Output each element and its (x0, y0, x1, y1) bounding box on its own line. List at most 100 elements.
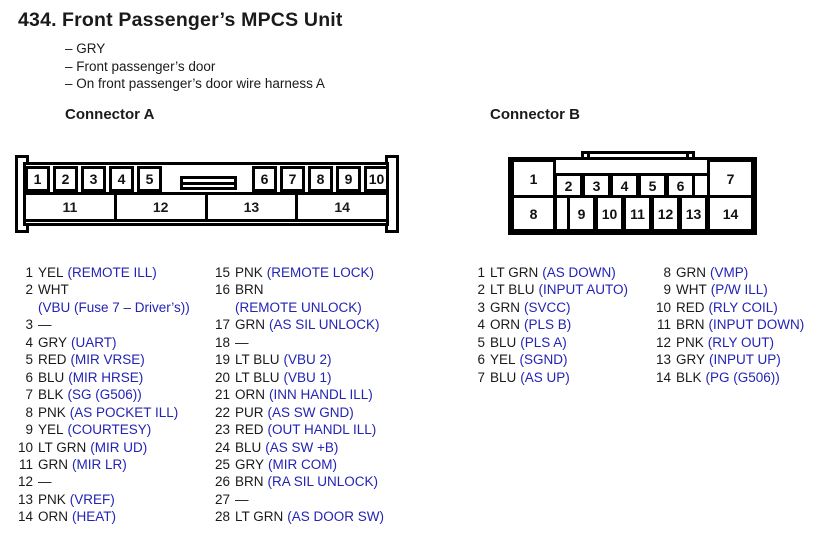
pin-row: 8 PNK(AS POCKET ILL) (14, 404, 190, 421)
pin-number: 9 (25, 422, 33, 438)
wire-color: LT GRN (38, 439, 87, 455)
pin-row: 10 LT GRN(MIR UD) (14, 439, 190, 456)
wire-color: PNK (676, 334, 704, 350)
wire-color: ORN (490, 317, 520, 333)
connector-a-heading: Connector A (65, 106, 155, 123)
signal-name: (SG (G506)) (67, 387, 142, 403)
pin-number: 8 (663, 265, 671, 280)
pin-row: 28 LT GRN(AS DOOR SW) (208, 508, 384, 525)
signal-name: (MIR VRSE) (70, 352, 145, 368)
signal-name: (RA SIL UNLOCK) (267, 474, 379, 490)
pin-row: 2 WHT(VBU (Fuse 7 – Driver’s)) (14, 281, 190, 316)
wire-color: — (38, 317, 52, 333)
pin-number: 6 (25, 369, 33, 385)
pin-box-a12: 12 (113, 192, 208, 222)
signal-name: (VBU 2) (283, 352, 332, 368)
wire-color: PNK (235, 265, 263, 280)
pin-row: 23 RED(OUT HANDL ILL) (208, 421, 384, 438)
wire-color: LT BLU (235, 352, 280, 368)
pin-row: 9 WHT(P/W ILL) (650, 281, 804, 298)
pin-row: 25 GRY(MIR COM) (208, 456, 384, 473)
pin-box-a14: 14 (295, 192, 389, 222)
pin-box-a9: 9 (336, 166, 361, 192)
pin-number: 12 (17, 474, 33, 490)
wire-color: — (38, 474, 52, 490)
pin-number: 27 (214, 491, 230, 507)
pin-box-b14: 14 (707, 195, 754, 232)
pin-row: 26 BRN(RA SIL UNLOCK) (208, 473, 384, 490)
pin-row: 5 BLU(PLS A) (474, 334, 628, 351)
wire-color: YEL (38, 422, 64, 438)
pin-box-a13: 13 (204, 192, 299, 222)
wire-color: PNK (38, 491, 66, 507)
detail-item: – Front passenger’s door (65, 58, 216, 74)
connector-key-tab (180, 176, 237, 190)
pin-row: 3 GRN(SVCC) (474, 299, 628, 316)
pin-row: 19 LT BLU(VBU 2) (208, 351, 384, 368)
signal-name: (SGND) (519, 352, 568, 368)
pin-row: 13 GRY(INPUT UP) (650, 351, 804, 368)
pin-number: 2 (25, 282, 33, 298)
pin-number: 7 (25, 387, 33, 403)
signal-name: (P/W ILL) (710, 282, 768, 298)
wire-color: LT BLU (490, 282, 535, 298)
pin-row: 14 BLK(PG (G506)) (650, 369, 804, 386)
pin-number: 10 (655, 299, 671, 315)
wire-color: BLK (38, 387, 64, 403)
wire-color: YEL (38, 265, 64, 280)
pin-row: 12 — (14, 473, 190, 490)
detail-item: – On front passenger’s door wire harness… (65, 76, 325, 91)
wire-color: BLU (490, 369, 517, 385)
pin-box-b9: 9 (567, 195, 596, 232)
pin-row: 4 GRY(UART) (14, 334, 190, 351)
signal-name: (COURTESY) (67, 422, 152, 438)
pin-box-a8: 8 (308, 166, 333, 192)
pin-row: 18 — (208, 334, 384, 351)
pin-box-b7: 7 (707, 159, 754, 198)
pin-number: 19 (214, 352, 230, 368)
pin-number: 3 (25, 317, 33, 333)
signal-name: (VREF) (69, 491, 115, 507)
pin-number: 12 (655, 334, 671, 350)
pin-row: 7 BLU(AS UP) (474, 369, 628, 386)
pin-number: 13 (17, 491, 33, 507)
wire-color: PNK (38, 404, 66, 420)
wire-color: WHT (676, 282, 707, 298)
pin-row: 2 LT BLU(INPUT AUTO) (474, 281, 628, 298)
wire-color: LT GRN (235, 509, 284, 525)
pin-number: 13 (655, 352, 671, 368)
signal-name-line2: (VBU (Fuse 7 – Driver’s)) (38, 299, 190, 315)
pin-box-b10: 10 (595, 195, 624, 232)
pin-number: 10 (17, 439, 33, 455)
pin-box-a6: 6 (252, 166, 277, 192)
pin-number: 2 (477, 282, 485, 298)
pin-box-a1: 1 (25, 166, 50, 192)
wire-color: GRY (235, 456, 265, 472)
pin-number: 3 (477, 299, 485, 315)
pin-number: 8 (25, 404, 33, 420)
signal-name: (INN HANDL ILL) (269, 387, 373, 403)
signal-name: (REMOTE ILL) (67, 265, 157, 280)
pin-row: 10 RED(RLY COIL) (650, 299, 804, 316)
signal-name: (INPUT DOWN) (708, 317, 805, 333)
pin-number: 7 (477, 369, 485, 385)
wire-color: BLU (38, 369, 65, 385)
pin-row: 1 YEL(REMOTE ILL) (14, 264, 190, 281)
wire-color: LT GRN (490, 265, 539, 280)
pin-number: 23 (214, 422, 230, 438)
signal-name-line2: (REMOTE UNLOCK) (235, 299, 362, 315)
pin-number: 18 (214, 334, 230, 350)
wire-color: ORN (235, 387, 265, 403)
wire-color: BLK (676, 369, 702, 385)
page-title: Front Passenger’s MPCS Unit (62, 9, 343, 31)
pin-number: 11 (656, 317, 671, 333)
wire-color: LT BLU (235, 369, 280, 385)
connector-b-pin-list-col2: 8 GRN(VMP) 9 WHT(P/W ILL) 10 RED(RLY COI… (650, 264, 804, 386)
signal-name: (RLY OUT) (707, 334, 775, 350)
signal-name: (AS UP) (520, 369, 570, 385)
wire-color: BRN (235, 474, 264, 490)
signal-name: (MIR HRSE) (68, 369, 144, 385)
pin-row: 6 YEL(SGND) (474, 351, 628, 368)
pin-row: 20 LT BLU(VBU 1) (208, 369, 384, 386)
signal-name: (AS DOOR SW) (287, 509, 385, 525)
